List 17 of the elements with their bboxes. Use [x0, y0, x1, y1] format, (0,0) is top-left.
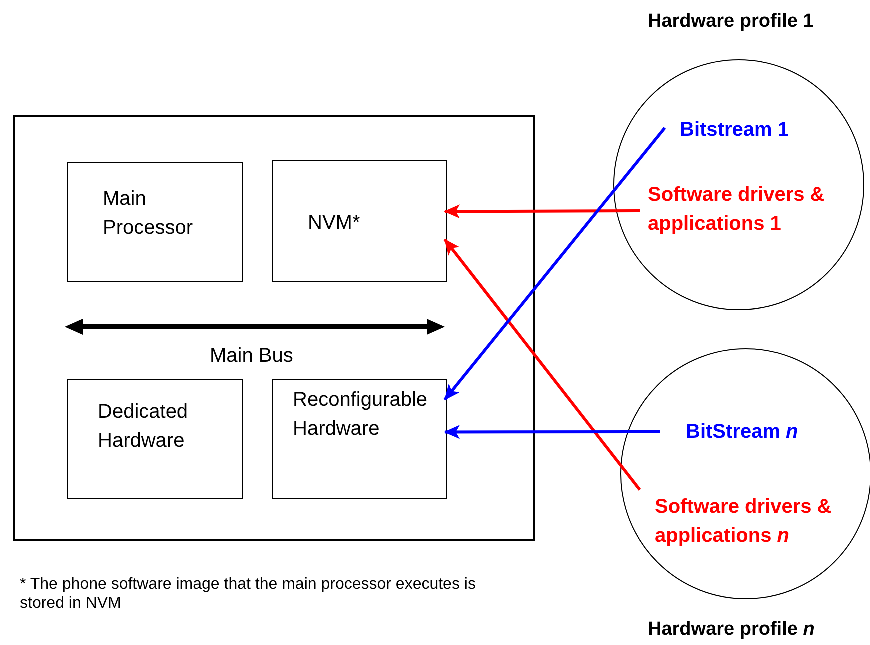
arrow	[444, 204, 640, 219]
source-label: Software drivers & applications 1	[640, 181, 840, 241]
source-label: Bitstream 1	[665, 116, 815, 144]
component-box: Main Processor	[67, 162, 243, 282]
profile-heading: Hardware profile n	[648, 618, 815, 642]
arrow	[444, 238, 642, 491]
arrow	[444, 127, 666, 401]
arrow	[444, 425, 660, 440]
bus-label: Main Bus	[210, 344, 294, 368]
component-box: Reconfigurable Hardware	[272, 379, 447, 499]
component-box: NVM*	[272, 160, 447, 282]
source-label: BitStream n	[660, 418, 830, 446]
footnote: * The phone software image that the main processor executes is stored in NVM	[20, 575, 477, 614]
system-box	[13, 115, 535, 541]
profile-heading: Hardware profile 1	[648, 10, 814, 34]
component-box: Dedicated Hardware	[67, 379, 243, 499]
source-label: Software drivers & applications n	[640, 490, 850, 552]
